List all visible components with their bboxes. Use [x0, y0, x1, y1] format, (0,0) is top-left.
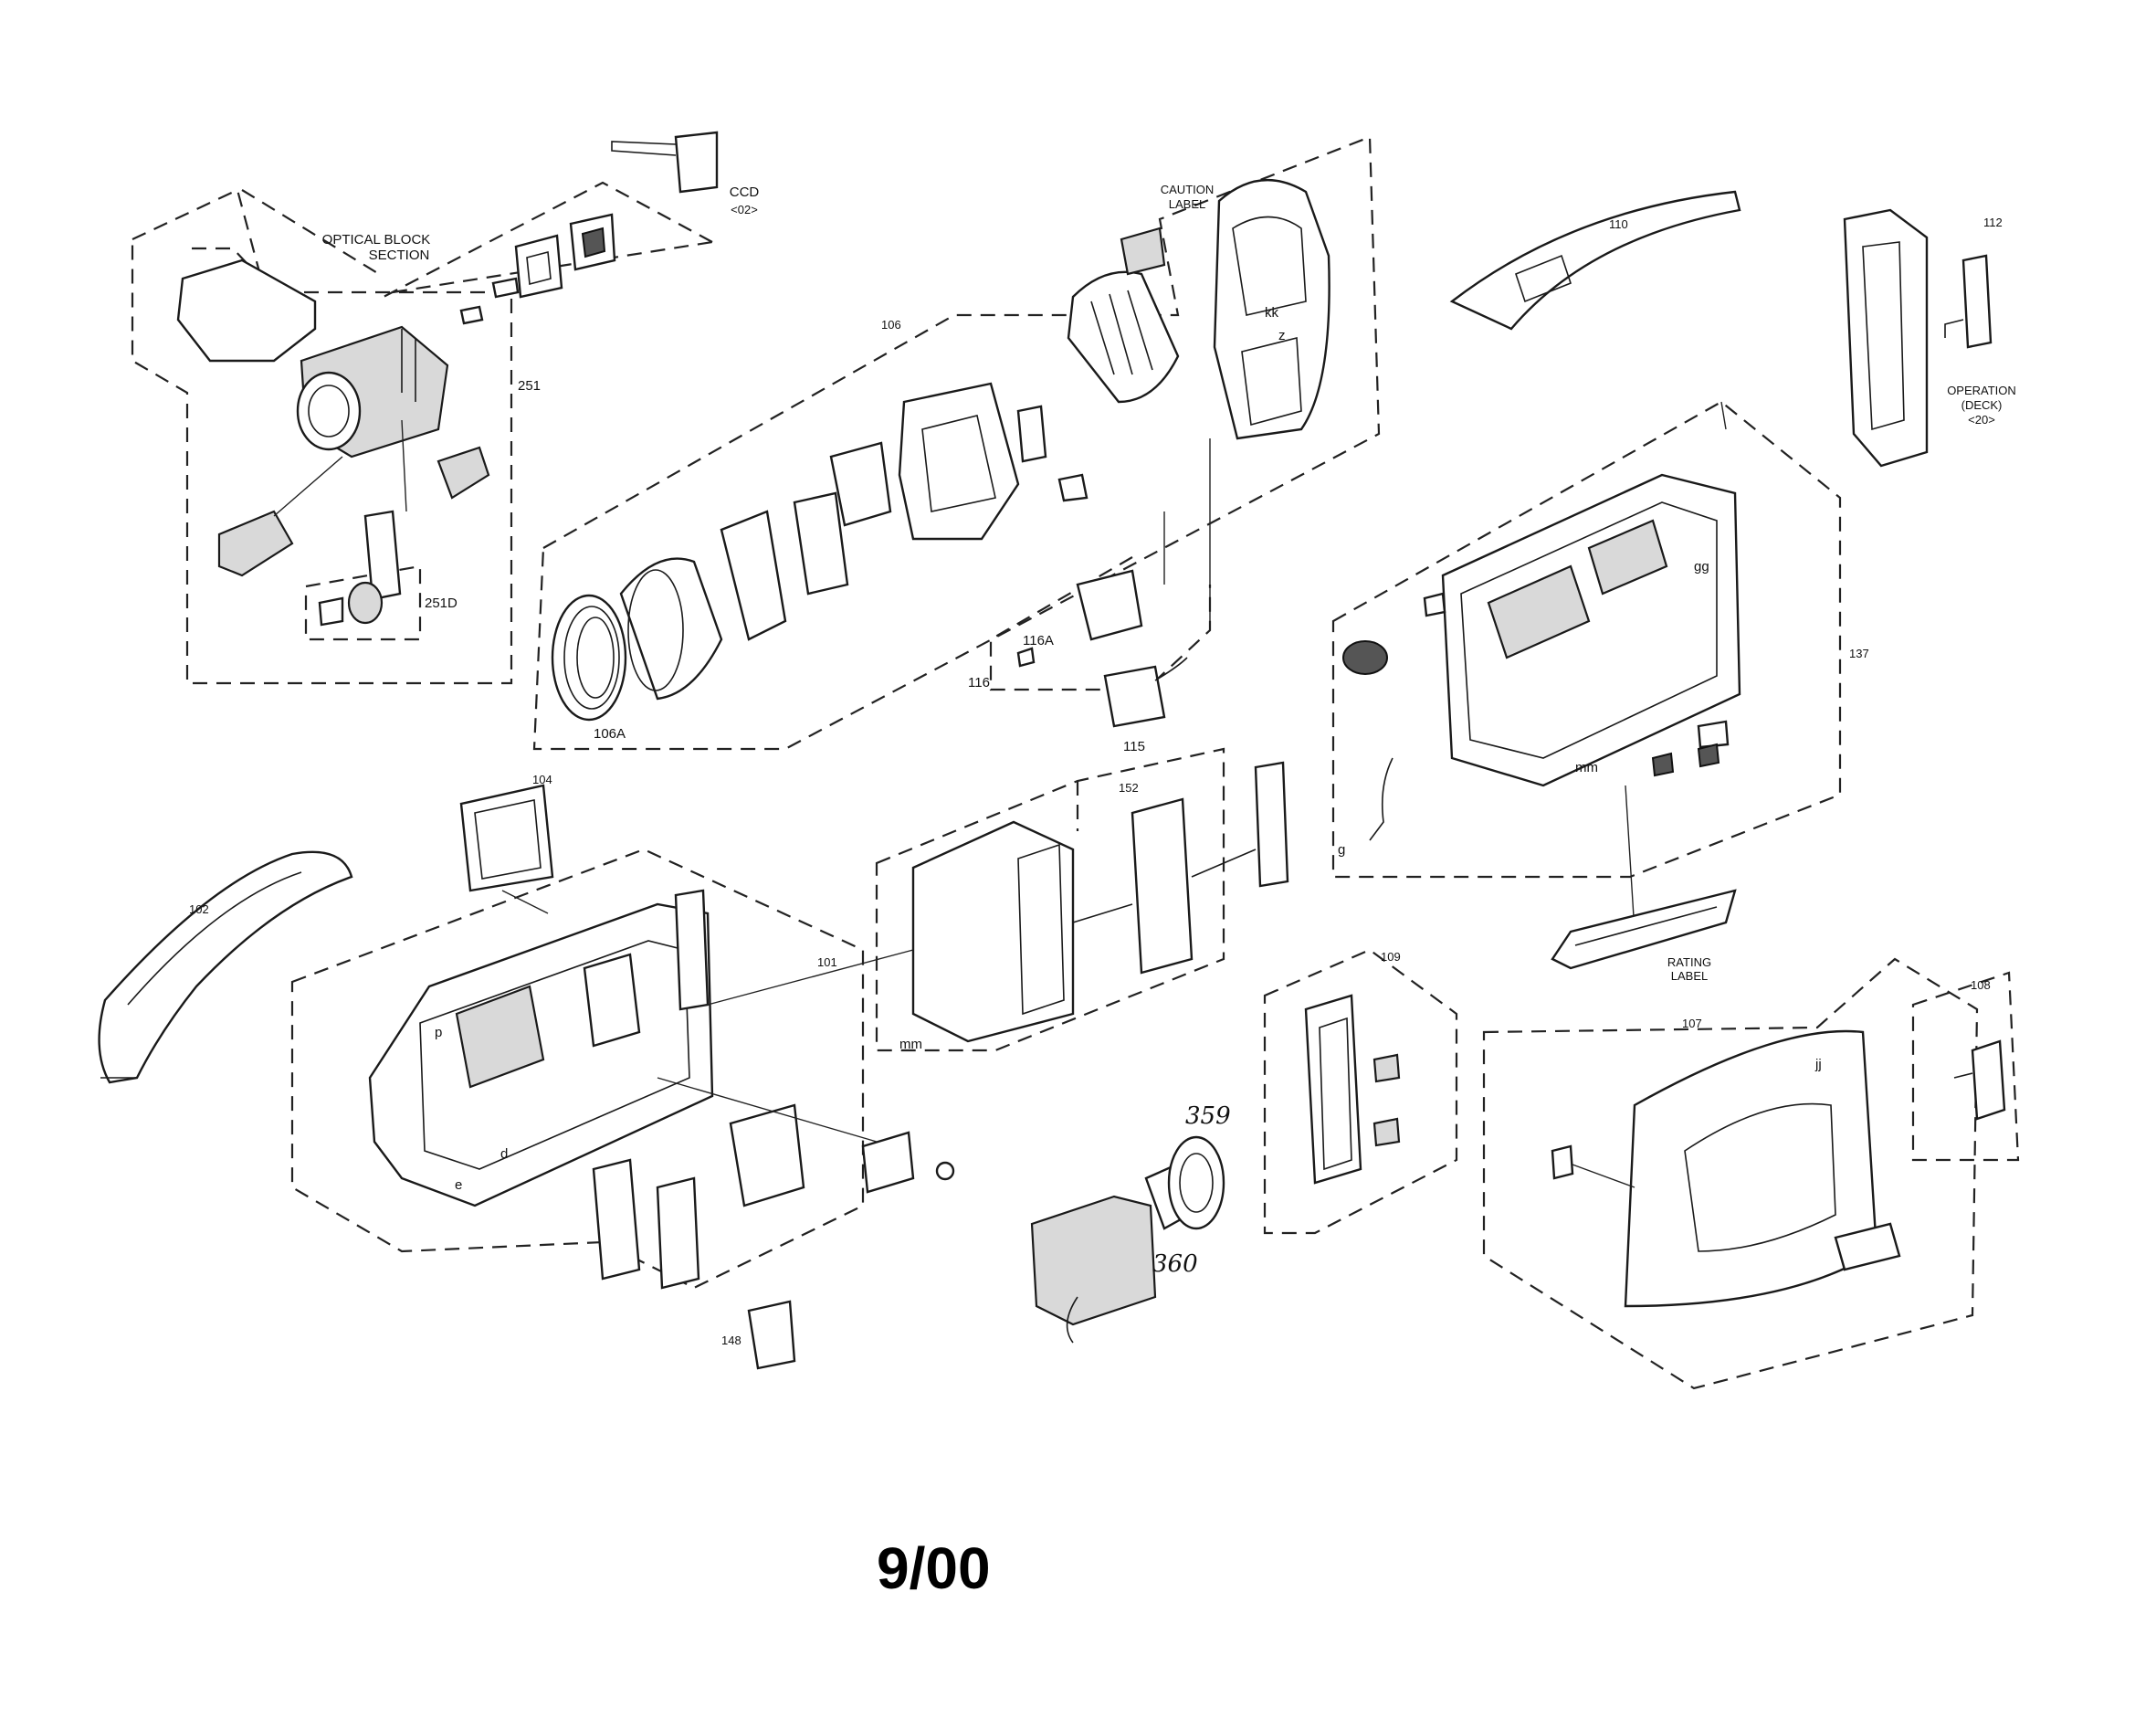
- label-ref-gg: gg: [1694, 559, 1709, 575]
- label-rating-line1: RATING: [1667, 955, 1711, 969]
- door-cover: [1834, 1222, 1901, 1271]
- label-part-251D: 251D: [425, 596, 457, 611]
- front-cover-group: [532, 135, 1381, 751]
- label-part-110: 110: [1609, 217, 1628, 231]
- part-116-switch: [1076, 569, 1143, 641]
- eyecup-359: [1167, 1135, 1225, 1230]
- bracket-group-109: [1263, 948, 1458, 1235]
- mechanism-group-137: [1331, 400, 1842, 933]
- battery-holder: [911, 820, 1075, 1043]
- front-bezel: [1213, 178, 1330, 440]
- label-part-102: 102: [189, 902, 209, 916]
- label-ref-p: p: [435, 1025, 442, 1040]
- part-116A: [1016, 647, 1036, 668]
- optical-base-plate: [176, 258, 317, 363]
- flex-cable: [1254, 761, 1289, 888]
- label-part-112: 112: [1983, 216, 2003, 229]
- label-part-115: 115: [1123, 739, 1145, 754]
- label-ref-mm-mech: mm: [1575, 760, 1598, 775]
- jack-bracket: [592, 1158, 641, 1281]
- part-106A-filter-ring: [551, 594, 627, 722]
- part-251D: [318, 510, 402, 627]
- label-part-104: 104: [532, 773, 552, 786]
- front-housing: [898, 382, 1020, 541]
- label-ccd-line2: <02>: [731, 203, 758, 216]
- side-bracket: [861, 1131, 915, 1194]
- label-part-359: 359: [1185, 1102, 1231, 1130]
- label-operation-line1: OPERATION: [1947, 384, 2016, 397]
- part-104-board: [459, 784, 554, 892]
- side-cover: [1624, 1029, 1878, 1308]
- front-bracket: [793, 491, 849, 596]
- label-part-116A: 116A: [1023, 633, 1054, 648]
- label-operation-line3: <20>: [1968, 413, 1995, 427]
- side-panel-112: [1843, 208, 1993, 468]
- label-part-251: 251: [518, 378, 541, 394]
- holder-plate: [1131, 797, 1194, 975]
- label-ccd-line1: CCD: [730, 184, 760, 200]
- speaker: [1342, 640, 1388, 675]
- label-part-101: 101: [817, 955, 837, 969]
- page-date-code: 9/00: [877, 1535, 991, 1601]
- front-panel: [720, 510, 787, 641]
- part-108: [1971, 1039, 2006, 1121]
- focus-motor: [217, 510, 294, 577]
- label-part-116: 116: [968, 675, 990, 691]
- label-caution-line2: LABEL: [1169, 197, 1205, 211]
- part-148-clip: [747, 1300, 796, 1370]
- label-optical-block-line2: SECTION: [369, 248, 430, 263]
- label-part-106A: 106A: [594, 726, 626, 742]
- focus-ring-unit: [1067, 270, 1180, 404]
- label-caution-line1: CAUTION: [1161, 183, 1215, 196]
- top-cover-110: [1449, 190, 1741, 331]
- lens-hood-ring: [619, 557, 723, 701]
- viewfinder-assembly: [1030, 1135, 1225, 1344]
- label-part-360: 360: [1152, 1250, 1198, 1278]
- label-optical-block-line1: OPTICAL BLOCK: [322, 232, 431, 248]
- label-ref-g: g: [1338, 842, 1345, 858]
- label-part-106: 106: [881, 318, 901, 332]
- lever: [1016, 405, 1047, 463]
- battery-contact: [729, 1103, 805, 1207]
- battery-holder-group-152: [875, 747, 1289, 1052]
- rating-label: [1551, 889, 1737, 970]
- label-rating-line2: LABEL: [1671, 969, 1708, 983]
- label-part-107: 107: [1682, 1017, 1702, 1030]
- label-part-108: 108: [1971, 978, 1991, 992]
- lens-barrel: [296, 325, 449, 459]
- label-part-137: 137: [1849, 647, 1869, 660]
- mechanism-chassis: [1441, 473, 1741, 787]
- side-cover-group-107: [1482, 957, 1979, 1390]
- grip-strap-102: [98, 850, 353, 1084]
- label-part-109: 109: [1381, 950, 1401, 964]
- part-108-group: [1911, 971, 2020, 1162]
- label-ref-d: d: [500, 1146, 508, 1162]
- label-ref-jj: jj: [1814, 1057, 1822, 1072]
- label-ref-z: z: [1278, 328, 1286, 343]
- part-115: [1103, 665, 1166, 728]
- ccd-board: [674, 131, 719, 194]
- label-part-152: 152: [1119, 781, 1139, 795]
- viewfinder-body: [1030, 1195, 1157, 1326]
- front-shield: [829, 441, 892, 527]
- label-ref-mm-holder: mm: [899, 1037, 922, 1052]
- label-part-148: 148: [721, 1334, 741, 1347]
- main-frame-group-101: [290, 784, 955, 1370]
- zoom-motor: [436, 446, 490, 500]
- label-ref-kk: kk: [1265, 305, 1279, 321]
- ccd-filter: [514, 234, 563, 299]
- label-ref-e: e: [455, 1177, 462, 1193]
- label-operation-line2: (DECK): [1961, 398, 2003, 412]
- optical-block-group: [131, 131, 719, 685]
